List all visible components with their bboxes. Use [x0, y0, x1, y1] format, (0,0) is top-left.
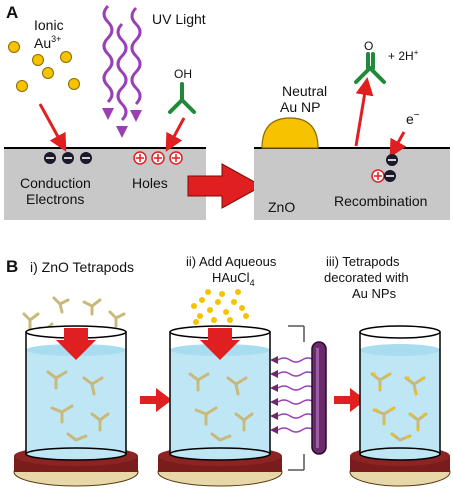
gold-particle-cloud: [191, 289, 249, 325]
uv-arrowheads: [102, 108, 142, 138]
ionic-label: Ionic: [34, 17, 64, 33]
uv-rays-b: [277, 357, 315, 433]
recombination-pair: [371, 154, 398, 183]
neutral-label: Neutral: [282, 83, 327, 99]
carbonyl-molecule: [354, 52, 386, 84]
product-arrow: [354, 77, 374, 147]
gold-ion: [32, 54, 44, 66]
electrons: [44, 152, 92, 164]
panel-a-label: A: [6, 3, 18, 22]
drop-arrow-2: [200, 328, 240, 360]
electron-arrow: [389, 131, 407, 158]
au-decorations: [372, 372, 426, 439]
uv-light-label: UV Light: [152, 11, 206, 27]
gold-ion: [16, 80, 28, 92]
gold-ion: [68, 78, 80, 90]
gold-ion: [42, 67, 54, 79]
step3-line2: decorated with: [324, 270, 409, 285]
oh-label: OH: [174, 67, 192, 81]
floating-tetrapods: [22, 296, 126, 332]
electron-label: e−: [406, 110, 420, 127]
gold-ion: [8, 41, 20, 53]
uv-arrowheads-b: [270, 356, 278, 434]
recombination-label: Recombination: [334, 193, 427, 209]
beaker-3: [349, 325, 451, 487]
ion-reduction-arrow: [38, 103, 67, 152]
oxidation-arrow: [165, 117, 186, 152]
step-arrow-2: [334, 388, 366, 412]
process-arrow: [187, 163, 264, 209]
uv-light-rays: [102, 4, 142, 122]
uv-lamp: [288, 325, 327, 471]
step3-line3: Au NPs: [352, 286, 397, 301]
drop-arrow-1: [56, 328, 96, 360]
step3-line1: iii) Tetrapods: [326, 254, 400, 269]
alcohol-molecule: [168, 82, 196, 114]
zno-label: ZnO: [268, 199, 295, 215]
protons-label: + 2H+: [388, 48, 419, 63]
electrons-label: Electrons: [26, 191, 84, 207]
gold-ion: [60, 51, 72, 63]
conduction-label: Conduction: [20, 175, 91, 191]
tetrapods-in-water-2: [188, 372, 254, 442]
o-label: O: [364, 39, 373, 53]
gold-ions: [8, 41, 80, 92]
step1-label: i) ZnO Tetrapods: [30, 259, 134, 275]
au-np-label: Au NP: [280, 99, 320, 115]
step2-line2: HAuCl4: [212, 270, 255, 288]
holes: [133, 151, 183, 165]
step2-line1: ii) Add Aqueous: [186, 254, 277, 269]
panel-b-label: B: [6, 257, 18, 276]
au-ion-label: Au3+: [34, 34, 61, 51]
zno-slab-right: [254, 148, 450, 220]
tetrapods-in-water-1: [46, 370, 110, 442]
gold-nanoparticle: [261, 117, 319, 149]
holes-label: Holes: [132, 175, 168, 191]
step-arrow-1: [140, 388, 172, 412]
beaker-2: [157, 325, 283, 487]
